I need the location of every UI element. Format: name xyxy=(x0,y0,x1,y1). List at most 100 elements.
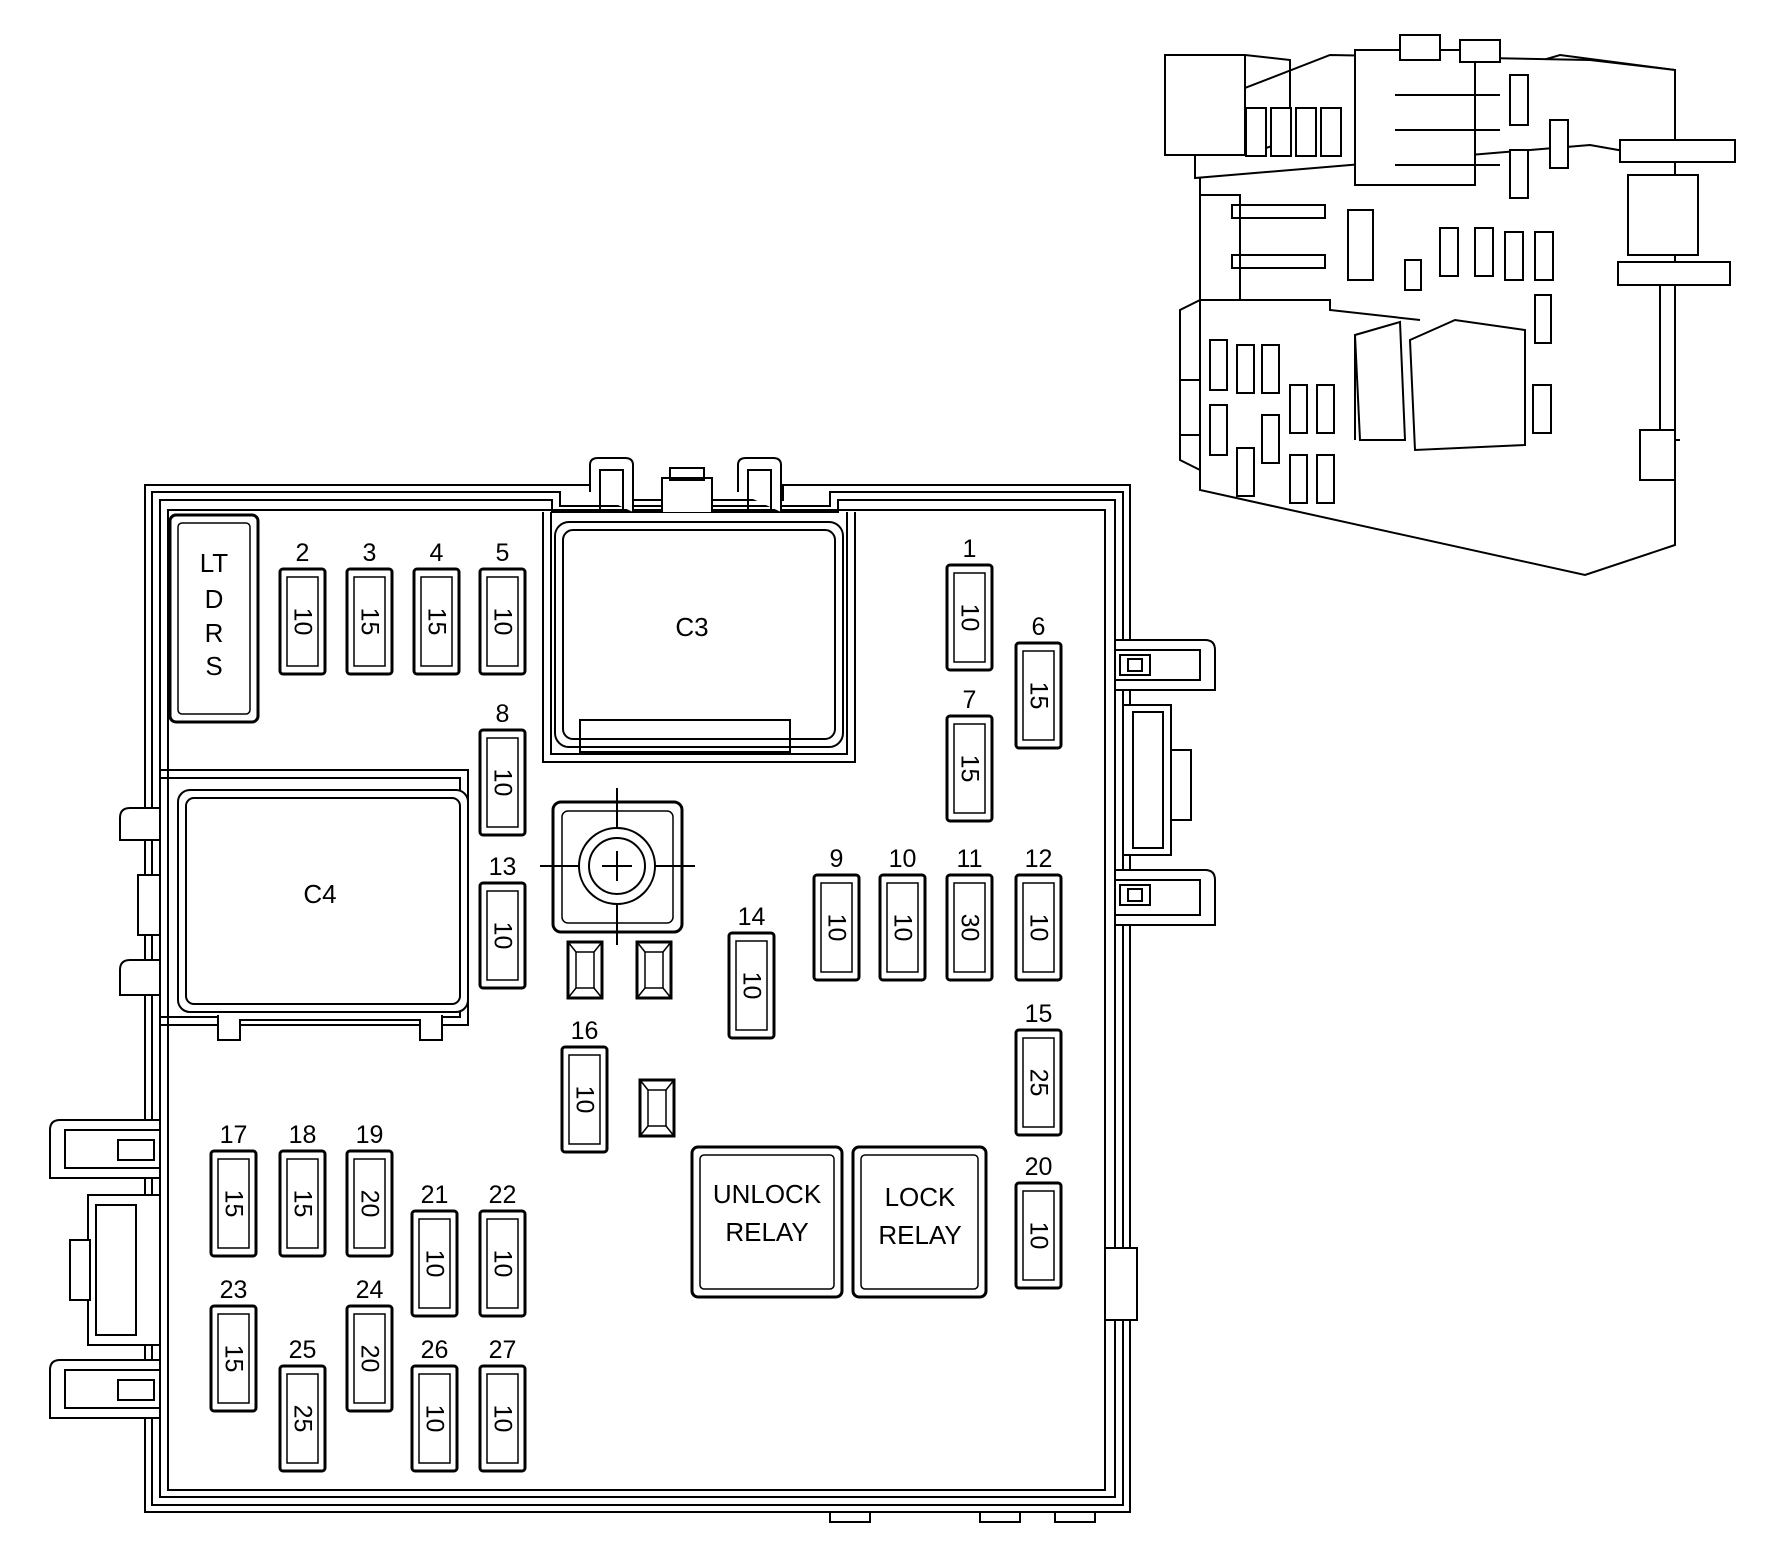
fuse-block-housing xyxy=(49,457,1216,1523)
fuse-21-rating: 10 xyxy=(421,1250,449,1278)
fuse-8-insert xyxy=(486,737,519,828)
fuse-1: 1 10 xyxy=(945,535,994,672)
fuse-25-number: 25 xyxy=(289,1336,317,1364)
fuse-15-rating: 25 xyxy=(1025,1069,1053,1097)
fuse-13-number: 13 xyxy=(489,853,517,881)
fuse-9-body xyxy=(812,873,861,982)
stud-terminal xyxy=(540,788,695,945)
fuse-18-number: 18 xyxy=(289,1121,317,1149)
fuse-13-rating: 10 xyxy=(489,922,517,950)
unlock-relay-label-2: RELAY xyxy=(725,1217,808,1247)
fuse-23-insert xyxy=(217,1313,250,1404)
fuse-6: 615 xyxy=(1014,613,1063,750)
fuse-27-body xyxy=(478,1364,527,1473)
fuse-2-insert xyxy=(286,576,319,667)
fuse-20-body xyxy=(1014,1181,1063,1290)
fuse-17-insert xyxy=(217,1158,250,1249)
fuse-11-rating: 30 xyxy=(956,914,984,942)
fuse-8-number: 8 xyxy=(496,700,510,728)
fuse-6-number: 6 xyxy=(1032,613,1046,641)
fuse-7: 715 xyxy=(945,686,994,823)
fuse-13-body xyxy=(478,881,527,990)
fuse-15-body xyxy=(1014,1028,1063,1137)
fuse-4-rating: 15 xyxy=(423,608,451,636)
c4-connector: C4 xyxy=(160,769,469,1041)
fuse-25-rating: 25 xyxy=(289,1405,317,1433)
fuse-23-body xyxy=(209,1304,258,1413)
fuse-25-body xyxy=(278,1364,327,1473)
fuse-14-insert xyxy=(735,940,768,1031)
fuse-14-rating: 10 xyxy=(738,972,766,1000)
fuse-10-number: 10 xyxy=(889,845,917,873)
lt-drs-label-1: LT xyxy=(200,548,229,578)
fuse-13: 13 10 xyxy=(478,853,527,990)
fuse-1-rating: 10 xyxy=(956,604,984,632)
fuse-15-number: 15 xyxy=(1025,1000,1053,1028)
fuse-20-number: 20 xyxy=(1025,1153,1053,1181)
fuse-19-rating: 20 xyxy=(356,1190,384,1218)
fuse-6-body xyxy=(1014,641,1063,750)
fuse-23-rating: 15 xyxy=(220,1345,248,1373)
fuse-26-body xyxy=(410,1364,459,1473)
fuse-11-insert xyxy=(953,882,986,973)
fuse-17-rating: 15 xyxy=(220,1190,248,1218)
fuse-4-number: 4 xyxy=(430,539,444,567)
fuse-21-number: 21 xyxy=(421,1181,449,1209)
lt-drs-label-2: D xyxy=(205,584,224,614)
fuse-27-number: 27 xyxy=(489,1336,517,1364)
fuse-2-number: 2 xyxy=(296,539,310,567)
fuse-5-rating: 10 xyxy=(489,608,517,636)
fuse-5-number: 5 xyxy=(496,539,510,567)
fuse-24-number: 24 xyxy=(356,1276,384,1304)
lt-drs-label-4: S xyxy=(205,651,222,681)
fuse-14: 14 10 xyxy=(727,903,776,1040)
fuse-24-body xyxy=(345,1304,394,1413)
fuse-1-body xyxy=(945,563,994,672)
fuse-20-rating: 10 xyxy=(1025,1222,1053,1250)
fuse-4-insert xyxy=(420,576,453,667)
fuse-16-rating: 10 xyxy=(571,1086,599,1114)
fuse-13-insert xyxy=(486,890,519,981)
fuse-7-body xyxy=(945,714,994,823)
fuse-10-insert xyxy=(886,882,919,973)
fuse-16-insert xyxy=(568,1054,601,1145)
fuse-1-insert xyxy=(953,572,986,663)
fuse-7-insert xyxy=(953,723,986,814)
fuse-24-insert xyxy=(353,1313,386,1404)
fuse-12-body xyxy=(1014,873,1063,982)
unlock-relay-label-1: UNLOCK xyxy=(713,1179,822,1209)
fuse-14-number: 14 xyxy=(738,903,766,931)
fuse-5-insert xyxy=(486,576,519,667)
fuse-19-body xyxy=(345,1149,394,1258)
spare-socket-1 xyxy=(566,940,604,1000)
fuse-18-rating: 15 xyxy=(289,1190,317,1218)
fuse-22-body xyxy=(478,1209,527,1318)
fuse-9-insert xyxy=(820,882,853,973)
c3-connector: C3 xyxy=(542,512,856,763)
fuse-3-rating: 15 xyxy=(356,608,384,636)
fuse-3-number: 3 xyxy=(363,539,377,567)
fuse-5: 5 10 xyxy=(478,539,527,676)
fuse-25-insert xyxy=(286,1373,319,1464)
fuse-27-insert xyxy=(486,1373,519,1464)
fuse-26-insert xyxy=(418,1373,451,1464)
lock-relay: LOCK RELAY xyxy=(851,1145,988,1299)
fuse-11-body xyxy=(945,873,994,982)
fuse-1-number: 1 xyxy=(963,535,977,563)
fuse-22-insert xyxy=(486,1218,519,1309)
fuse-21-insert xyxy=(418,1218,451,1309)
c3-label: C3 xyxy=(675,612,708,642)
lock-relay-label-2: RELAY xyxy=(878,1220,961,1250)
